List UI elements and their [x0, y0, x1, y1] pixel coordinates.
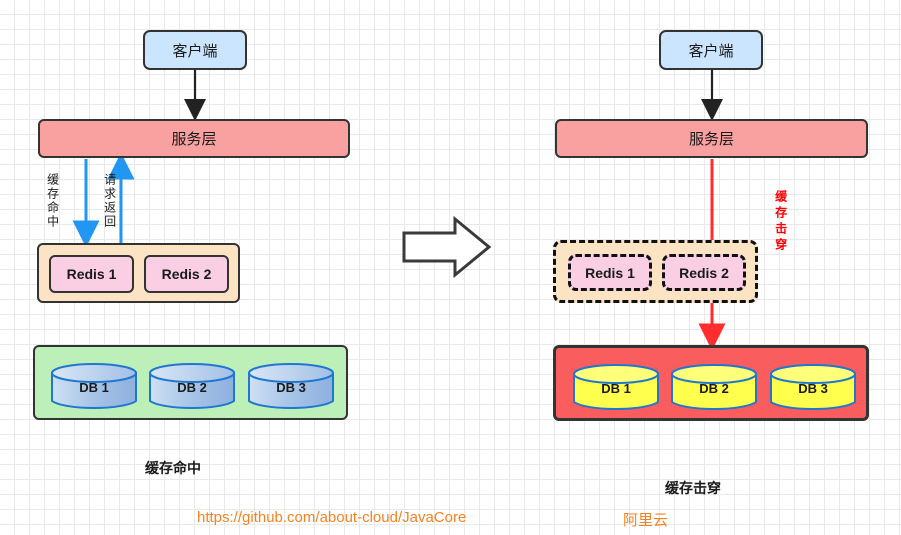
- right-db-2[interactable]: DB 2: [670, 364, 758, 412]
- right-db-1[interactable]: DB 1: [572, 364, 660, 412]
- watermark-label: 阿里云: [623, 512, 669, 529]
- right-redis-2[interactable]: Redis 2: [662, 254, 746, 291]
- left-db-2[interactable]: DB 2: [148, 363, 236, 411]
- repo-url-link[interactable]: https://github.com/about-cloud/JavaCore: [197, 509, 467, 526]
- right-db-3[interactable]: DB 3: [769, 364, 857, 412]
- left-db-1[interactable]: DB 1: [50, 363, 138, 411]
- left-db-group: DB 1 DB 2 DB 3: [33, 345, 348, 420]
- left-caption: 缓存命中: [145, 460, 201, 476]
- left-cache-hit-label: 缓存命中: [45, 173, 60, 229]
- left-request-return-label: 请求返回: [102, 173, 117, 229]
- left-service-box[interactable]: 服务层: [38, 119, 350, 158]
- right-cache-breakdown-label: 缓存击穿: [773, 190, 788, 254]
- right-service-box[interactable]: 服务层: [555, 119, 868, 158]
- left-db-3[interactable]: DB 3: [247, 363, 335, 411]
- right-redis-1[interactable]: Redis 1: [568, 254, 652, 291]
- right-redis-group: Redis 1 Redis 2: [553, 240, 758, 303]
- left-redis-group: Redis 1 Redis 2: [37, 243, 240, 303]
- right-caption: 缓存击穿: [665, 480, 721, 496]
- right-db-group: DB 1 DB 2 DB 3: [553, 345, 869, 421]
- left-client-box[interactable]: 客户端: [143, 30, 247, 70]
- right-client-box[interactable]: 客户端: [659, 30, 763, 70]
- left-redis-2[interactable]: Redis 2: [144, 255, 229, 293]
- left-redis-1[interactable]: Redis 1: [49, 255, 134, 293]
- right-block-arrow-icon: [402, 215, 492, 279]
